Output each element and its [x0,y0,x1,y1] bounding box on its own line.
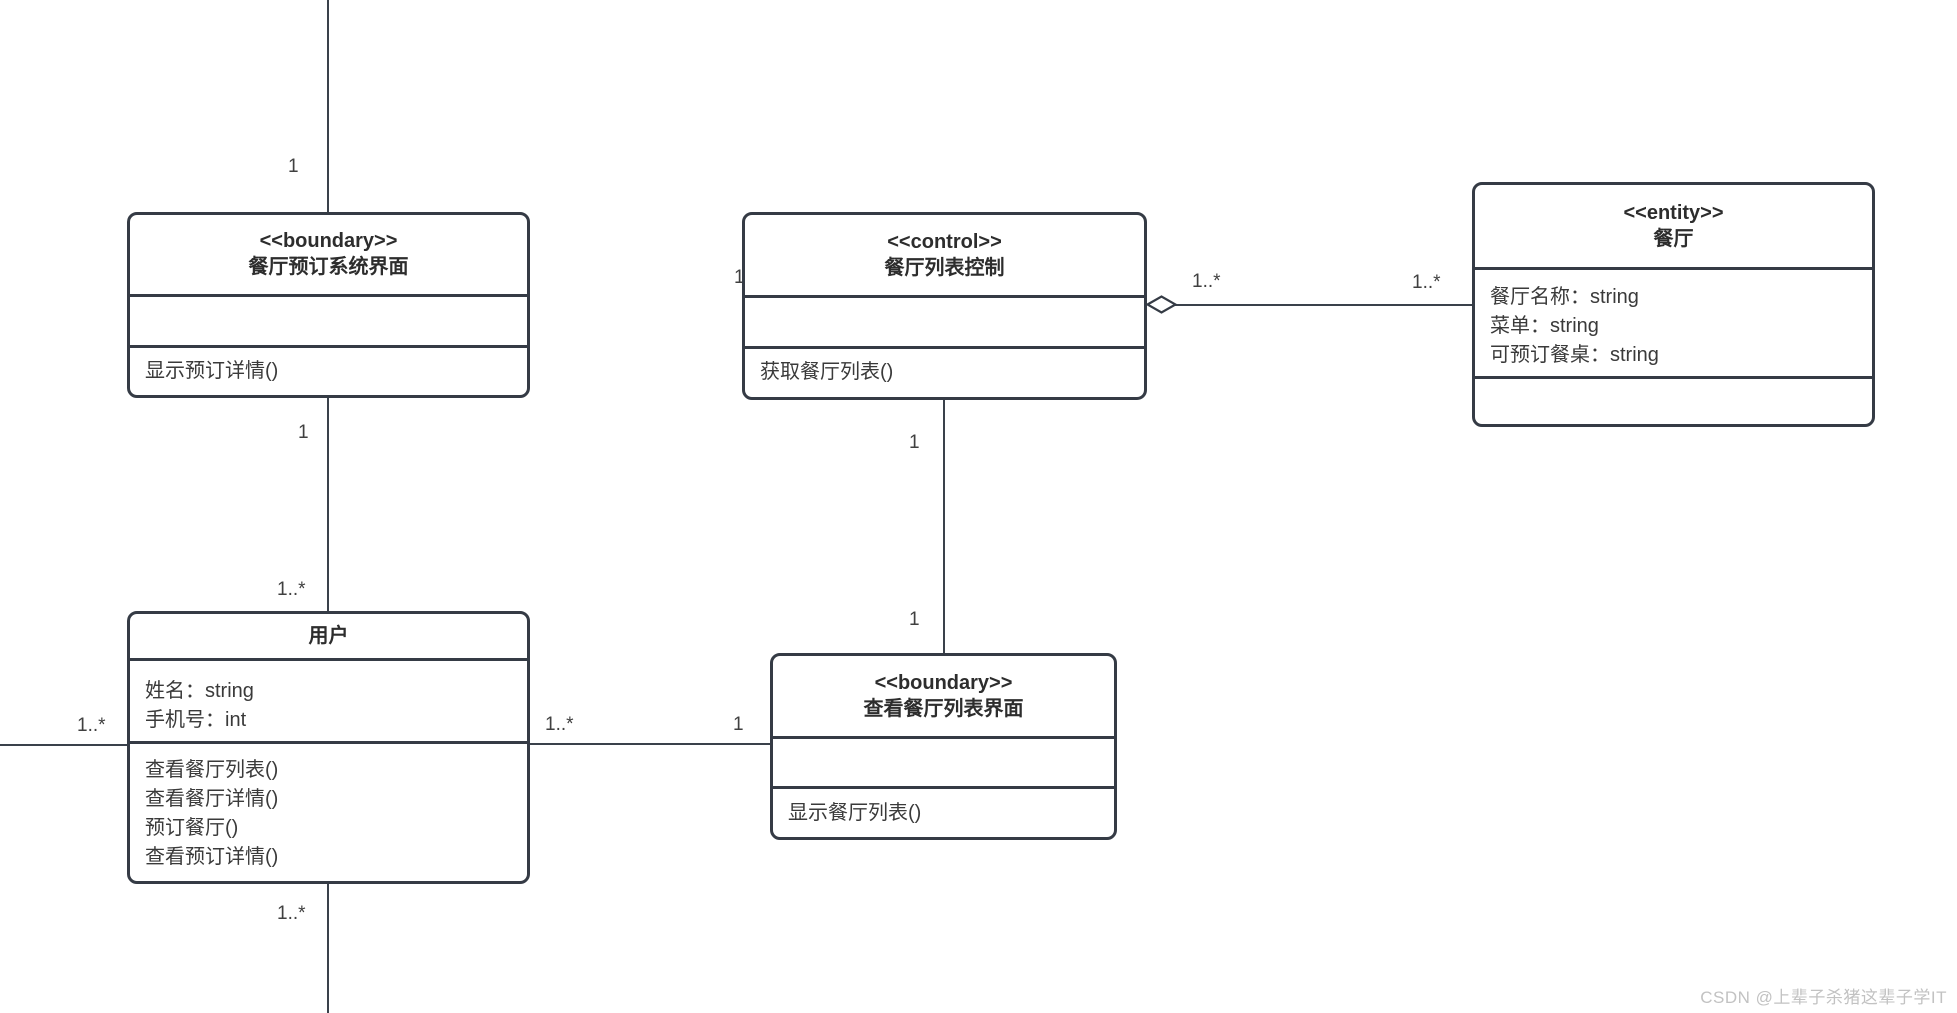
class-reservation-system-ui: <<boundary>> 餐厅预订系统界面 显示预订详情() [127,212,530,398]
multiplicity-label: 1..* [1192,271,1221,292]
aggregation-diamond-icon [1146,295,1177,314]
class-stereotype: <<entity>> [1623,202,1724,224]
multiplicity-label: 1 [298,422,309,443]
class-name: 用户 [308,625,349,647]
class-title: 用户 [130,614,527,658]
class-stereotype: <<boundary>> [259,230,398,253]
method-item: 查看餐厅详情() [145,788,279,810]
attributes-compartment: 餐厅名称：string 菜单：string 可预订餐桌：string [1475,267,1872,376]
multiplicity-label: 1..* [1412,272,1441,293]
class-stereotype: <<control>> [887,231,1002,253]
methods-compartment [1475,376,1872,424]
method-item: 查看餐厅列表() [145,759,279,781]
attributes-compartment: 姓名：string 手机号：int [130,658,527,741]
class-title: <<control>> 餐厅列表控制 [745,215,1144,295]
attribute-item: 姓名：string [145,680,254,702]
edge-left-to-user [0,744,127,746]
attribute-item: 菜单：string [1490,315,1599,337]
method-item: 显示预订详情() [145,360,279,382]
edge-user-to-bottom [327,884,329,1013]
watermark: CSDN @上辈子杀猪这辈子学IT [1700,988,1947,1007]
attributes-compartment [773,735,1114,786]
methods-compartment: 查看餐厅列表() 查看餐厅详情() 预订餐厅() 查看预订详情() [130,741,527,881]
edge-user-to-view-list-ui [530,743,770,745]
class-restaurant-list-control: <<control>> 餐厅列表控制 获取餐厅列表() [742,212,1147,400]
methods-compartment: 获取餐厅列表() [745,346,1144,397]
attributes-compartment [745,295,1144,346]
multiplicity-label: 1..* [277,903,306,924]
class-name: 餐厅列表控制 [884,257,1005,279]
edge-control-to-view-list-ui [943,400,945,653]
class-name: 查看餐厅列表界面 [863,697,1024,720]
edge-top-to-reservation-ui [327,0,329,212]
attribute-item: 可预订餐桌：string [1490,344,1659,366]
method-item: 预订餐厅() [145,817,239,839]
multiplicity-label: 1..* [77,715,106,736]
class-restaurant-entity: <<entity>> 餐厅 餐厅名称：string 菜单：string 可预订餐… [1472,182,1875,427]
method-item: 显示餐厅列表() [788,802,922,824]
class-title: <<boundary>> 餐厅预订系统界面 [130,215,527,294]
class-title: <<boundary>> 查看餐厅列表界面 [773,656,1114,736]
class-stereotype: <<boundary>> [874,671,1013,694]
attribute-item: 手机号：int [145,709,247,731]
attributes-compartment [130,293,527,345]
multiplicity-label: 1..* [277,579,306,600]
class-view-restaurant-list-ui: <<boundary>> 查看餐厅列表界面 显示餐厅列表() [770,653,1117,840]
class-user: 用户 姓名：string 手机号：int 查看餐厅列表() 查看餐厅详情() 预… [127,611,530,884]
multiplicity-label: 1 [909,432,920,453]
method-item: 获取餐厅列表() [760,361,894,383]
multiplicity-label: 1 [733,714,744,735]
method-item: 查看预订详情() [145,846,279,868]
multiplicity-label: 1 [909,609,920,630]
class-name: 餐厅 [1653,228,1694,250]
attribute-item: 餐厅名称：string [1490,286,1639,308]
edge-reservation-ui-to-user [327,398,329,611]
class-title: <<entity>> 餐厅 [1475,185,1872,267]
methods-compartment: 显示预订详情() [130,345,527,395]
multiplicity-label: 1..* [545,714,574,735]
multiplicity-label: 1 [734,267,745,288]
edge-control-to-restaurant-aggregation [1174,304,1472,306]
multiplicity-label: 1 [288,156,299,177]
class-name: 餐厅预订系统界面 [248,256,409,279]
methods-compartment: 显示餐厅列表() [773,786,1114,837]
